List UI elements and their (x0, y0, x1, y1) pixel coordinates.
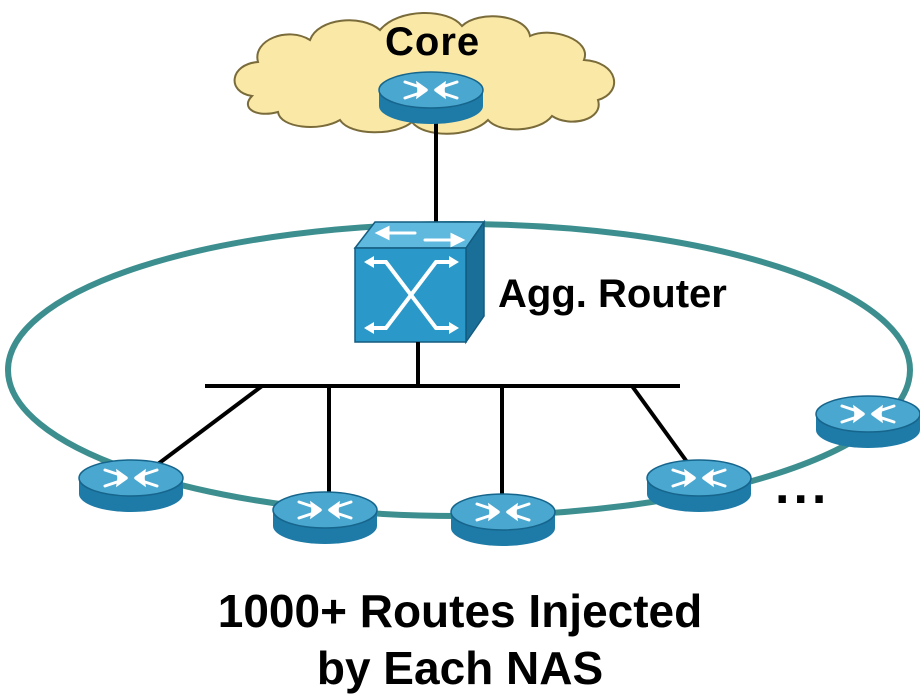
more-nas-ellipsis: ... (775, 457, 831, 515)
nas-link-4 (630, 384, 692, 468)
nas-link-1 (148, 384, 264, 472)
router-icon (814, 394, 920, 450)
switch-icon (353, 219, 486, 345)
core-label: Core (385, 20, 481, 64)
caption-line-2: by Each NAS (316, 642, 604, 694)
router-icon (645, 458, 753, 514)
router-icon (377, 70, 485, 126)
caption-line-1: 1000+ Routes Injected (217, 585, 703, 637)
router-icon (271, 490, 379, 546)
router-icon (77, 458, 185, 514)
router-icon (449, 492, 557, 548)
agg-router-label: Agg. Router (498, 272, 727, 316)
